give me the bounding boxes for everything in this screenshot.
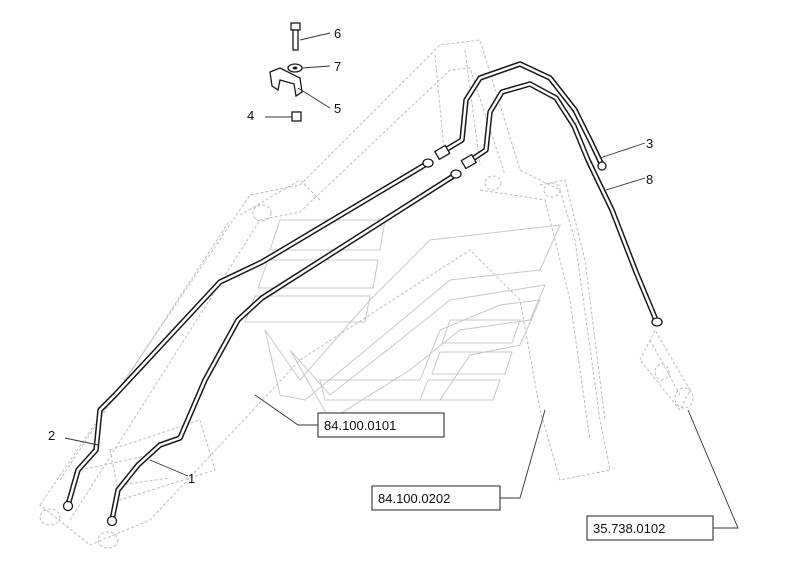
callout-labels: 6 7 5 4 2 1 3 8 <box>48 26 653 486</box>
callout-3: 3 <box>646 136 653 151</box>
reference-box-84-100-0101: 84.100.0101 <box>317 412 445 438</box>
callout-4: 4 <box>247 108 254 123</box>
bolt-part-6 <box>290 22 301 51</box>
leader-lines <box>64 32 739 529</box>
pipe-2-top-fitting <box>422 158 434 168</box>
pipe-8-connector <box>460 153 478 170</box>
boom-decal-panels <box>244 219 561 421</box>
clamp-assembly <box>269 22 303 122</box>
pipe-8-end-fitting <box>651 317 663 327</box>
pipe-3 <box>433 61 607 171</box>
reference-code: 84.100.0101 <box>324 418 396 433</box>
callout-7: 7 <box>334 59 341 74</box>
pipe-1-top-fitting <box>450 169 462 179</box>
pipe-8 <box>460 81 663 327</box>
reference-box-35-738-0102: 35.738.0102 <box>586 515 714 541</box>
pipe-1 <box>106 169 462 527</box>
callout-1: 1 <box>188 471 195 486</box>
clamp-part-5 <box>269 67 303 98</box>
pipe-3-end-fitting <box>597 161 607 171</box>
nut-part-4 <box>291 111 302 122</box>
pipe-1-end-fitting <box>106 515 118 527</box>
reference-code: 84.100.0202 <box>378 491 450 506</box>
pipe-2 <box>62 158 434 512</box>
boom-ghost-outline <box>39 39 694 549</box>
pipe-2-end-fitting <box>62 500 74 512</box>
reference-box-84-100-0202: 84.100.0202 <box>371 485 501 511</box>
washer-part-7 <box>287 63 303 73</box>
callout-6: 6 <box>334 26 341 41</box>
callout-8: 8 <box>646 172 653 187</box>
pipe-3-connector <box>433 144 451 161</box>
callout-5: 5 <box>334 101 341 116</box>
reference-code: 35.738.0102 <box>593 521 665 536</box>
callout-2: 2 <box>48 428 55 443</box>
